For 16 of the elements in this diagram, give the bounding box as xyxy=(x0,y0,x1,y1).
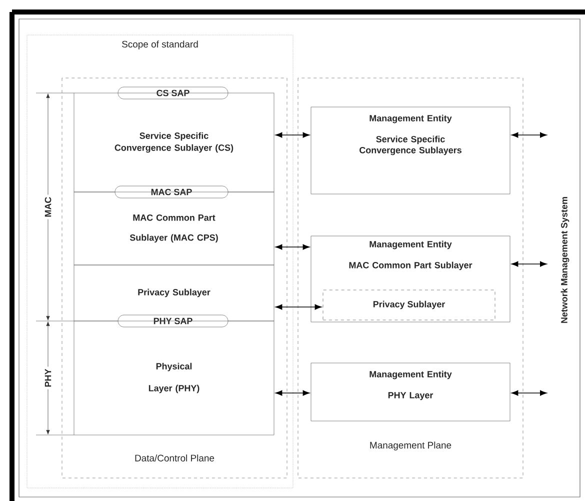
dimension-label: PHY xyxy=(42,366,54,390)
management-entity-box: Management Entity PHY Layer xyxy=(310,362,510,422)
sublayer-box: Privacy Sublayer xyxy=(322,290,496,320)
side-label: Network Management System xyxy=(560,197,570,323)
arrow xyxy=(275,390,310,396)
arrow xyxy=(511,390,547,396)
dimension-label: MAC xyxy=(42,194,54,220)
arrow xyxy=(511,132,547,138)
sap-pill: CS SAP xyxy=(118,86,228,100)
management-entity-box: Management Entity Service Specific Convergence Sublayers xyxy=(310,106,510,194)
arrow xyxy=(511,261,547,267)
arrow xyxy=(275,132,310,138)
sap-pill: PHY SAP xyxy=(118,314,228,328)
sap-pill: MAC SAP xyxy=(114,186,228,198)
arrow xyxy=(275,304,322,310)
arrow xyxy=(275,244,310,250)
